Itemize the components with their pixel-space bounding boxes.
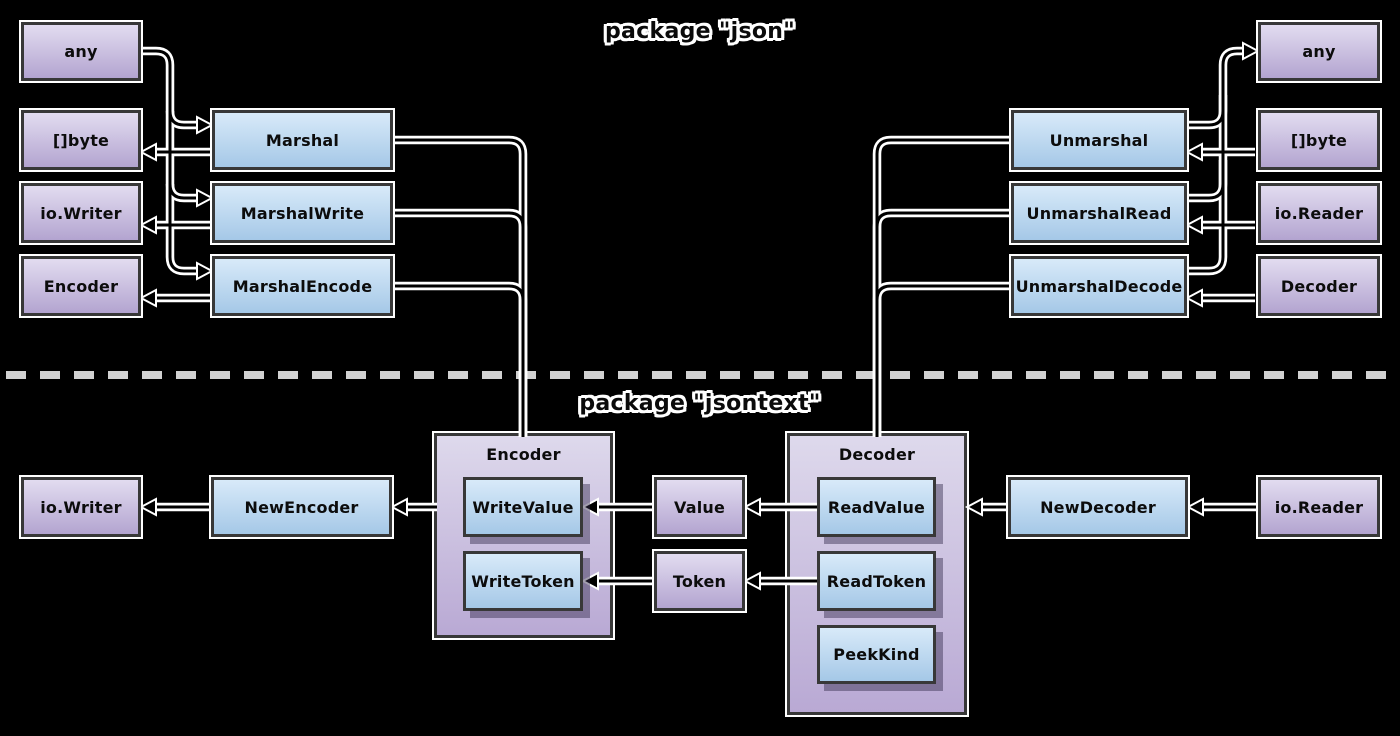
edge-any-to-marshal-line: [168, 110, 198, 127]
node-byte-right: []byte: [1256, 108, 1382, 172]
edge-value-to-writevalue-arrowhead-icon: [580, 497, 599, 517]
node-any-right-label: any: [1302, 42, 1336, 61]
edge-unmarshal-to-any-casing: [1184, 95, 1228, 130]
node-ioreader-right-label: io.Reader: [1274, 203, 1364, 223]
edge-any-to-marshalwrite-line: [168, 183, 198, 200]
node-encoder-left: Encoder: [19, 254, 143, 318]
edge-unmarshaldecode-to-any-line: [1184, 49, 1243, 273]
node-ioreader-bottom-label: io.Reader: [1274, 497, 1364, 517]
edge-encoder-container-to-newencoder-arrowhead-icon: [389, 497, 408, 517]
node-marshal: Marshal: [210, 108, 395, 172]
node-unmarshal: Unmarshal: [1009, 108, 1189, 172]
node-byte-left-label: []byte: [52, 130, 110, 150]
node-writevalue: WriteValue: [463, 477, 583, 537]
node-newencoder: NewEncoder: [209, 475, 394, 539]
edge-unmarshaldecode-to-any-arrowhead-icon: [1242, 41, 1261, 61]
node-decoder-right: Decoder: [1256, 254, 1382, 318]
edge-unmarshalread-to-any-casing: [1184, 160, 1228, 203]
node-marshalwrite-label: MarshalWrite: [240, 203, 365, 223]
edge-unmarshaldecode-to-any-casing: [1184, 46, 1243, 276]
node-unmarshaldecode: UnmarshalDecode: [1009, 254, 1189, 318]
node-readtoken: ReadToken: [817, 551, 936, 611]
node-unmarshalread-label: UnmarshalRead: [1026, 203, 1172, 223]
node-decoder-container-label: Decoder: [838, 445, 916, 464]
node-readtoken-label: ReadToken: [826, 571, 927, 591]
node-unmarshaldecode-label: UnmarshalDecode: [1015, 276, 1183, 296]
node-writetoken-label: WriteToken: [471, 571, 575, 591]
edge-unmarshalread-to-any-line: [1184, 160, 1225, 200]
package-json-title: package "json": [605, 19, 795, 44]
edge-ioreader-to-newdecoder-arrowhead-icon: [1185, 497, 1204, 517]
node-marshal-label: Marshal: [265, 130, 340, 150]
node-iowriter-bottom-label: io.Writer: [40, 497, 122, 517]
edge-any-to-marshalencode-casing: [138, 46, 198, 276]
node-byte-right-label: []byte: [1290, 130, 1348, 150]
edge-decoder-to-unmarshaldecode-arrowhead-icon: [1184, 288, 1203, 308]
node-unmarshalread: UnmarshalRead: [1009, 181, 1189, 245]
node-ioreader-bottom: io.Reader: [1256, 475, 1382, 539]
edge-marshalwrite-to-encoder-container-line: [390, 211, 525, 437]
node-any-right: any: [1256, 20, 1382, 83]
node-newencoder-label: NewEncoder: [244, 497, 359, 517]
node-writevalue-label: WriteValue: [472, 497, 574, 517]
node-value: Value: [652, 475, 747, 539]
node-token: Token: [652, 549, 747, 613]
node-readvalue-label: ReadValue: [827, 497, 926, 517]
edge-ioreader-to-unmarshalread-arrowhead-icon: [1184, 215, 1203, 235]
node-writetoken: WriteToken: [463, 551, 583, 611]
edge-any-to-marshalencode-arrowhead-icon: [196, 261, 215, 281]
node-marshalencode-label: MarshalEncode: [232, 276, 373, 296]
node-decoder-right-label: Decoder: [1280, 276, 1358, 296]
edge-unmarshal-to-any-line: [1184, 95, 1225, 127]
node-readvalue: ReadValue: [817, 477, 936, 537]
node-iowriter-left-label: io.Writer: [40, 203, 122, 223]
node-marshalencode: MarshalEncode: [210, 254, 395, 318]
node-encoder-left-label: Encoder: [43, 276, 119, 296]
edge-marshalencode-to-encoder-arrowhead-icon: [138, 288, 157, 308]
node-unmarshal-label: Unmarshal: [1049, 130, 1149, 150]
node-marshalwrite: MarshalWrite: [210, 181, 395, 245]
edge-byte-to-unmarshal-arrowhead-icon: [1184, 142, 1203, 162]
node-peekkind-label: PeekKind: [833, 645, 920, 664]
node-value-label: Value: [673, 497, 726, 517]
edge-readtoken-to-token-arrowhead-icon: [742, 571, 761, 591]
node-newdecoder: NewDecoder: [1006, 475, 1190, 539]
node-encoder-container-label: Encoder: [486, 445, 561, 464]
node-peekkind: PeekKind: [817, 625, 936, 684]
node-iowriter-bottom: io.Writer: [19, 475, 143, 539]
edge-any-to-marshal-arrowhead-icon: [196, 115, 215, 135]
node-any-left-label: any: [64, 42, 98, 61]
edge-marshal-to-byte-arrowhead-icon: [138, 142, 157, 162]
edge-any-to-marshalwrite-arrowhead-icon: [196, 188, 215, 208]
node-any-left: any: [19, 20, 143, 83]
edge-unmarshalread-to-decoder-container-line: [875, 211, 1014, 437]
node-token-label: Token: [672, 571, 727, 591]
node-ioreader-right: io.Reader: [1256, 181, 1382, 245]
edge-marshalencode-to-encoder-container-line: [390, 284, 525, 437]
edge-marshalwrite-to-iowriter-arrowhead-icon: [138, 215, 157, 235]
node-iowriter-left: io.Writer: [19, 181, 143, 245]
node-newdecoder-label: NewDecoder: [1040, 497, 1156, 517]
edge-token-to-writetoken-arrowhead-icon: [580, 571, 599, 591]
edge-newencoder-to-iowriter-arrowhead-icon: [138, 497, 157, 517]
package-jsontext-title: package "jsontext": [579, 391, 821, 416]
edge-newdecoder-to-decoder-container-arrowhead-icon: [964, 497, 983, 517]
edge-any-to-marshalencode-line: [138, 49, 198, 273]
edge-readvalue-to-value-arrowhead-icon: [742, 497, 761, 517]
edge-marshal-to-encoder-container-line: [390, 138, 525, 437]
node-byte-left: []byte: [19, 108, 143, 172]
edge-unmarshal-to-decoder-container-line: [875, 138, 1014, 437]
edge-unmarshaldecode-to-decoder-container-line: [875, 284, 1014, 437]
